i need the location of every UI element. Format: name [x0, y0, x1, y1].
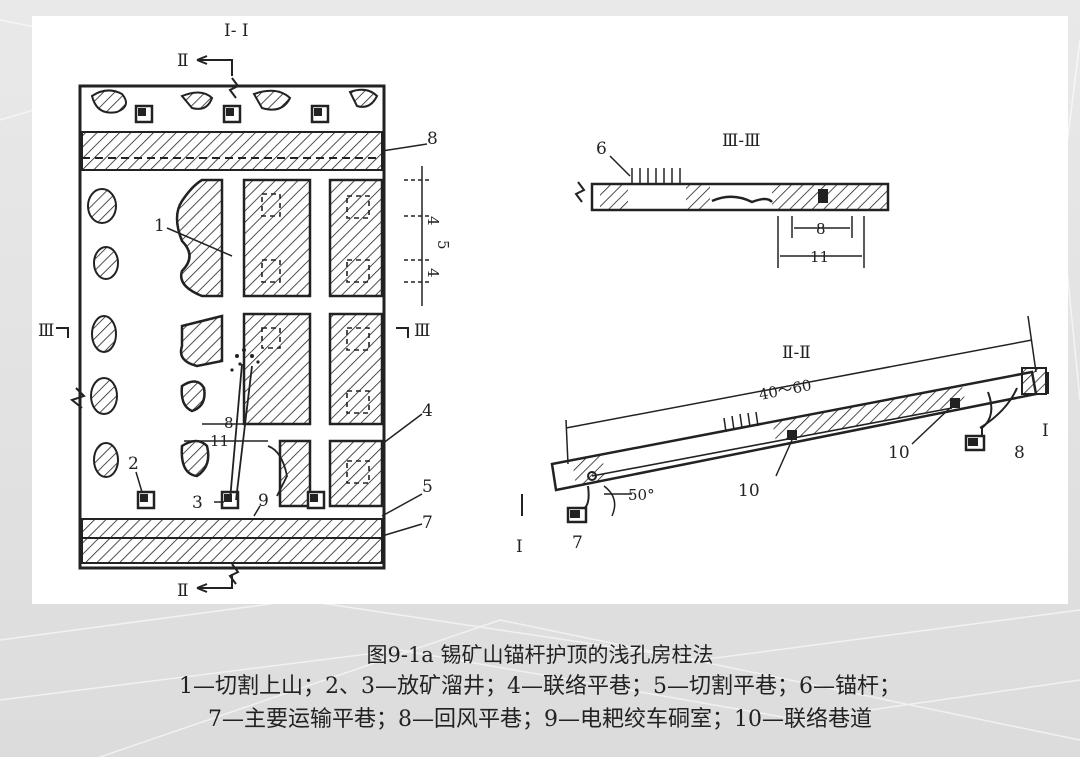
vertical-dimensions — [404, 166, 432, 306]
callout-10-b: 10 — [888, 443, 910, 463]
plan-view: I- I Ⅱ Ⅱ Ⅲ Ⅲ 1 2 3 4 5 7 8 9 — [38, 21, 452, 601]
dim-4-lower: 4 — [424, 268, 442, 278]
dim-8-section: 8 — [816, 220, 826, 238]
dim-4-upper: 4 — [424, 216, 442, 226]
dim-angle-50: 50° — [628, 486, 655, 504]
callout-8: 8 — [427, 129, 438, 149]
dim-11-section: 11 — [810, 248, 829, 266]
mining-method-diagram: I- I Ⅱ Ⅱ Ⅲ Ⅲ 1 2 3 4 5 7 8 9 — [38, 21, 1049, 601]
room-pillars — [175, 178, 384, 508]
label-section-III-right: Ⅲ — [414, 321, 430, 341]
blast-dots — [230, 348, 260, 372]
callout-5: 5 — [422, 477, 433, 497]
label-section-III-left: Ⅲ — [38, 321, 54, 341]
dim-5: 5 — [434, 240, 452, 250]
callout-1: 1 — [154, 216, 165, 236]
section-II-II: Ⅱ-Ⅱ 50 — [516, 315, 1049, 557]
label-section-II-top: Ⅱ — [177, 51, 189, 71]
dim-11-plan: 11 — [210, 432, 229, 450]
caption-title: 图9-1a 锡矿山锚杆护顶的浅孔房柱法 — [366, 643, 714, 667]
plan-horizontal-dimensions — [184, 423, 268, 442]
ore-blobs-left — [87, 188, 119, 478]
pillar-markers — [261, 193, 370, 484]
plan-frame — [78, 84, 386, 570]
callout-9: 9 — [258, 491, 269, 511]
callout-2: 2 — [128, 454, 139, 474]
scraper-lines — [229, 363, 288, 501]
callout-10-a: 10 — [738, 481, 760, 501]
callout-7-section: 7 — [572, 533, 583, 553]
ore-blobs-top — [90, 88, 379, 114]
callout-6: 6 — [596, 139, 607, 159]
caption-legend-line-2: 7—主要运输平巷；8—回风平巷；9—电耙绞车硐室；10—联络巷道 — [208, 707, 872, 732]
label-section-I-left: I — [516, 537, 523, 557]
caption-legend-line-1: 1—切割上山；2、3—放矿溜井；4—联络平巷；5—切割平巷；6—锚杆； — [179, 674, 901, 699]
dim-length-40-60: 40～60 — [757, 376, 813, 404]
section-III-III: 6 Ⅲ-Ⅲ 8 11 — [574, 131, 890, 268]
label-section-II-II: Ⅱ-Ⅱ — [782, 343, 811, 363]
callout-3: 3 — [192, 493, 203, 513]
section-dimensions — [777, 216, 865, 268]
label-section-I-I: I- I — [224, 21, 249, 41]
callout-7: 7 — [422, 513, 433, 533]
dim-8-plan: 8 — [224, 414, 234, 432]
label-section-II-bottom: Ⅱ — [177, 581, 189, 601]
callout-8-section: 8 — [1014, 443, 1025, 463]
label-section-I-right: I — [1042, 421, 1049, 441]
figure-caption: 图9-1a 锡矿山锚杆护顶的浅孔房柱法 1—切割上山；2、3—放矿溜井；4—联络… — [0, 640, 1080, 736]
rock-bolts-long — [723, 411, 759, 433]
haulage-drift-band — [81, 518, 383, 564]
label-section-III-III: Ⅲ-Ⅲ — [722, 131, 761, 151]
figure-panel: I- I Ⅱ Ⅱ Ⅲ Ⅲ 1 2 3 4 5 7 8 9 — [32, 16, 1068, 604]
callout-4: 4 — [422, 401, 433, 421]
rock-bolts — [631, 168, 681, 184]
return-airway-band — [81, 131, 383, 171]
